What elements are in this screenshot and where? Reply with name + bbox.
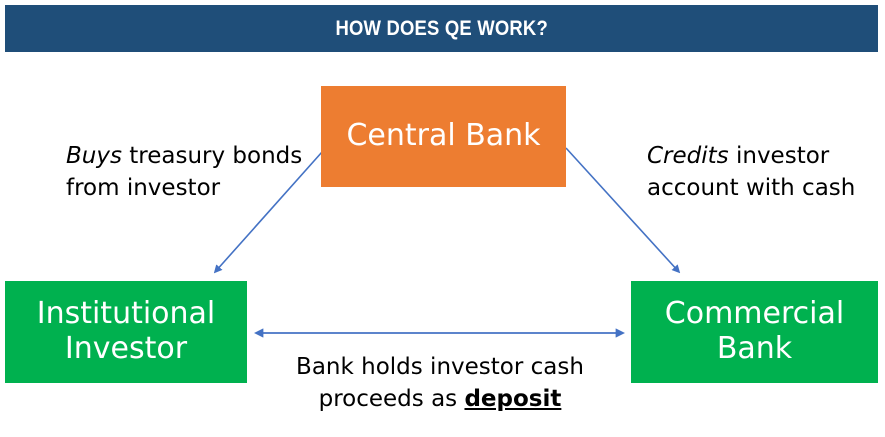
node-institutional-investor[interactable]: Institutional Investor — [5, 281, 247, 383]
annotation-bottom-flow: Bank holds investor cash proceeds as dep… — [265, 352, 615, 415]
node-institutional-investor-label-line2: Investor — [64, 331, 188, 366]
annotation-right-flow: Credits investor account with cash — [647, 141, 885, 204]
annotation-left-flow-rest: treasury bonds from investor — [66, 143, 303, 201]
title-banner: HOW DOES QE WORK? — [5, 5, 878, 52]
node-institutional-investor-label-line1: Institutional — [36, 296, 216, 332]
node-institutional-investor-label: Institutional Investor — [36, 296, 216, 367]
annotation-bottom-flow-prefix: Bank holds investor cash proceeds as — [296, 354, 584, 412]
annotation-right-flow-emphasis: Credits — [647, 143, 729, 169]
node-central-bank-label: Central Bank — [346, 118, 541, 154]
page-title: HOW DOES QE WORK? — [335, 16, 548, 40]
node-commercial-bank-label-line2: Bank — [716, 331, 793, 366]
node-commercial-bank-label-line1: Commercial — [664, 296, 845, 332]
annotation-left-flow-emphasis: Buys — [66, 143, 122, 169]
node-commercial-bank[interactable]: Commercial Bank — [631, 281, 878, 383]
node-central-bank[interactable]: Central Bank — [321, 86, 566, 187]
node-commercial-bank-label: Commercial Bank — [664, 296, 845, 367]
annotation-right-flow-rest: investor account with cash — [647, 143, 856, 201]
annotation-bottom-flow-emphasis: deposit — [464, 385, 562, 412]
annotation-left-flow: Buys treasury bonds from investor — [66, 141, 316, 204]
